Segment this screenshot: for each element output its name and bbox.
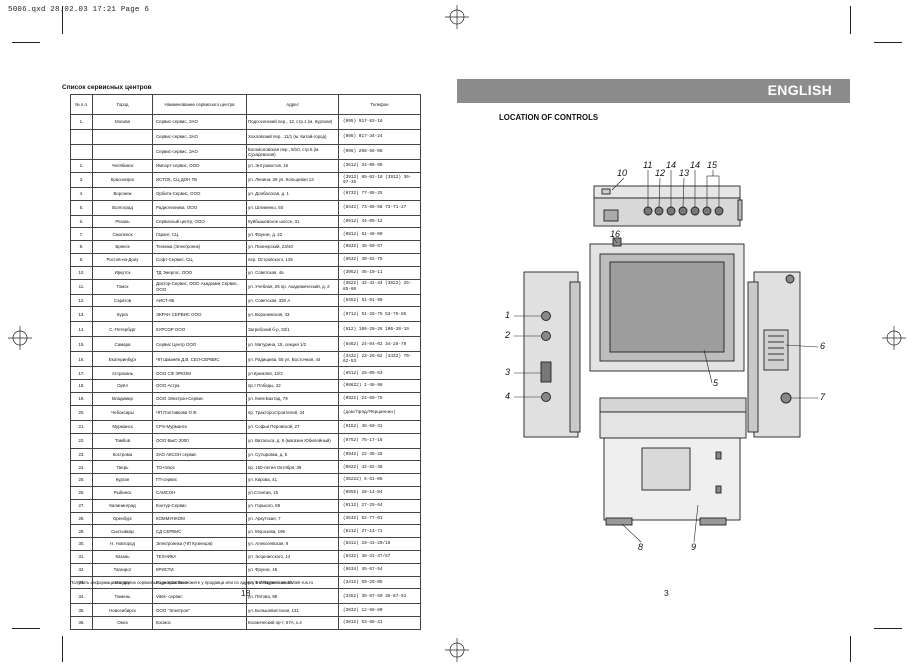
callout-1: 1 [505,310,511,320]
crop-mark [874,42,902,43]
callout-8: 8 [638,542,644,552]
callout-7: 7 [820,392,826,402]
footnote: Получить информацию о других сервисных ц… [70,580,314,585]
org-cell: Доктор-Сервис, ООО Академик Сервис, ООО [152,278,247,295]
phone-cell: (дом/пряд/Мерцинкин) [338,404,421,421]
crop-mark [62,636,63,662]
phone-cell: (0912) 44-05-12 [338,214,421,229]
callout-15: 15 [707,160,718,170]
left-page: Список сервисных центров № п.п. Город На… [62,78,427,630]
address-cell: Космический пр-т, 57А, к.4 [246,616,339,630]
callout-11: 11 [643,160,653,170]
crop-mark [12,42,40,43]
callout-5: 5 [713,378,719,388]
left-side-view [523,271,581,438]
table-header-row: № п.п. Город Наименование сервисного цен… [70,94,421,115]
callout-4: 4 [505,391,511,401]
callout-9: 9 [691,542,697,552]
crop-mark [874,628,902,629]
page-number-right: 3 [664,588,669,598]
phone-cell: (3432) 23-28-02 (3432) 70-62-53 [338,351,421,368]
service-centers-table: № п.п. Город Наименование сервисного цен… [70,94,421,630]
org-cell: Космос [152,616,247,630]
phone-cell: (095) 208-56-08 [338,144,421,160]
callout-2: 2 [505,330,511,340]
crop-mark [62,6,63,34]
phone-cell: (0752) 75-17-16 [338,432,421,449]
crop-mark [850,6,851,34]
phone-cell: (3912) 65-02-18 (3912) 36-97-35 [338,171,421,188]
crop-mark [12,628,40,629]
service-list-title: Список сервисных центров [62,84,152,91]
phone-cell: (3832) 12-56-80 [338,603,421,618]
callout-14b: 14 [690,160,701,170]
callout-3: 3 [505,367,511,377]
callout-13: 13 [679,168,690,178]
top-view [593,185,743,227]
org-cell: ЧП Шманёв Д.В. СЕЛ-СЕРВИС [152,351,247,368]
org-cell: Радиотехника, ООО [152,199,247,216]
section-title: LOCATION OF CONTROLS [499,113,599,122]
callout-10: 10 [617,168,628,178]
language-banner: ENGLISH [457,79,850,103]
phone-cell: (3812) 53-66-41 [338,616,421,630]
right-side-view [747,271,801,438]
page-number-left: 18 [241,588,251,598]
address-cell: Богомоловская пер., 9/10, стр.6 (м. Суха… [246,144,339,160]
phone-cell: (8442) 73-80-58 73-71-27 [338,199,421,216]
phone-cell: (3822) 42-42-44 (3822) 25-85-60 [338,278,421,295]
callout-6: 6 [820,341,826,351]
callout-12: 12 [655,168,666,178]
org-cell: ООО БЫС-2000 [152,432,247,449]
banner-title: ENGLISH [767,82,832,98]
city-cell: Волгоград [92,199,153,216]
bottom-view [599,397,747,526]
callout-16: 16 [610,229,621,239]
crop-mark [850,636,851,662]
file-header: 5006.qxd 28.02.03 17:21 Page 6 [8,6,150,14]
callout-14a: 14 [666,160,677,170]
phone-cell: (3452) 35-87-50 35-87-51 [338,588,421,605]
front-view [589,237,745,372]
